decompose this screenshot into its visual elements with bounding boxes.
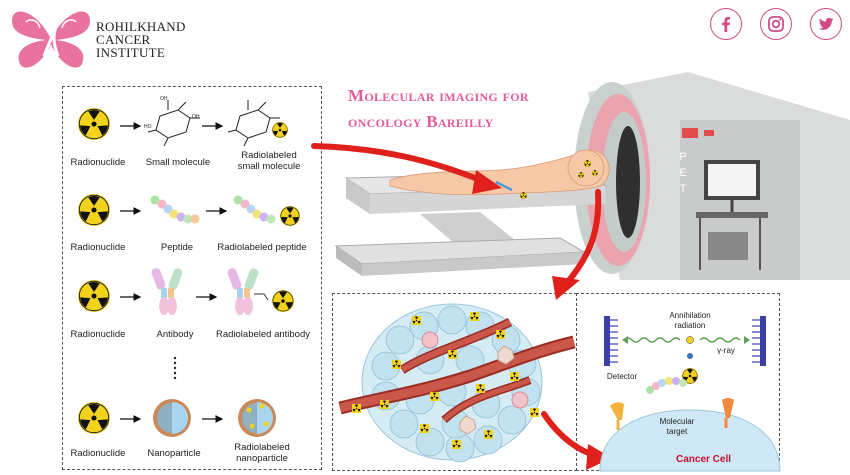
detector-label: Detector (606, 372, 638, 381)
molecular-label: Molecular (659, 417, 695, 426)
row3-source-label: Radionuclide (70, 329, 126, 340)
radiolabeled-antibody-icon (227, 268, 269, 315)
row-peptide (78, 194, 300, 226)
brand-name: ROHILKHAND CANCER INSTITUTE (96, 20, 186, 59)
row1-source-label: Radionuclide (70, 157, 126, 168)
cancer-cell-label: Cancer Cell (676, 454, 732, 465)
radiolabeled-small-molecule-icon (227, 100, 280, 147)
facebook-button[interactable] (710, 8, 742, 40)
pet-monitor (696, 160, 768, 270)
instagram-icon (768, 16, 784, 32)
cell-diagram (599, 316, 781, 472)
site-header: ROHILKHAND CANCER INSTITUTE (0, 0, 850, 80)
radiolabeling-panel (62, 86, 322, 470)
facebook-icon (722, 17, 730, 32)
svg-text:OH: OH (160, 96, 168, 102)
row-antibody (78, 268, 294, 315)
pet-letter-e: E (679, 167, 687, 179)
row1-result-label-1: Radiolabeled (241, 150, 297, 161)
twitter-button[interactable] (810, 8, 842, 40)
page-title-line-1: Molecular imaging for (348, 86, 529, 105)
pet-letter-p: P (679, 151, 687, 163)
small-molecule-icon: OH HO OH (144, 96, 200, 147)
antibody-icon (151, 268, 183, 315)
row-small-molecule: OH HO OH (78, 96, 288, 147)
row3-result-label: Radiolabeled antibody (215, 329, 311, 340)
nanoparticle-icon (153, 399, 191, 437)
ellipsis-dots (173, 356, 177, 380)
row1-result-label-2: small molecule (237, 161, 301, 172)
row-nanoparticle (78, 399, 276, 437)
butterfly-ribbon-logo[interactable] (6, 4, 96, 74)
tumor-tissue (338, 303, 576, 463)
row2-result-label: Radiolabeled peptide (217, 242, 307, 253)
annihilation-label: Annihilation (669, 311, 711, 320)
row3-middle-label: Antibody (156, 329, 194, 340)
radionuclide-icon (78, 402, 110, 434)
row4-result-label-1: Radiolabeled (234, 442, 290, 453)
detector-left-icon (604, 316, 618, 366)
patient-figure (389, 149, 610, 199)
instagram-button[interactable] (760, 8, 792, 40)
svg-text:OH: OH (192, 114, 200, 120)
radionuclide-icon (78, 194, 110, 226)
brand-line-3: INSTITUTE (96, 45, 166, 60)
pet-letter-t: T (679, 183, 687, 195)
twitter-icon (818, 17, 834, 30)
radionuclide-icon (78, 280, 110, 312)
row2-middle-label: Peptide (160, 242, 194, 253)
radiation-label: radiation (674, 321, 706, 330)
target-label: target (666, 427, 688, 436)
peptide-icon (150, 195, 200, 224)
radiolabeled-nanoparticle-icon (238, 399, 276, 437)
detector-right-icon (752, 316, 766, 366)
row1-middle-label: Small molecule (145, 157, 211, 168)
brand-line-2: CANCER (96, 32, 151, 47)
radiolabeled-peptide-icon (233, 195, 276, 224)
radionuclide-icon (78, 108, 110, 140)
row4-source-label: Radionuclide (70, 448, 126, 459)
svg-text:HO: HO (144, 124, 152, 130)
row4-middle-label: Nanoparticle (147, 448, 201, 459)
page-title-line-2: oncology Bareilly (348, 112, 494, 131)
row2-source-label: Radionuclide (70, 242, 126, 253)
brand-line-1: ROHILKHAND (96, 19, 186, 34)
row4-result-label-2: nanoparticle (236, 453, 288, 464)
gamma-ray-label: γ-ray (717, 346, 735, 355)
